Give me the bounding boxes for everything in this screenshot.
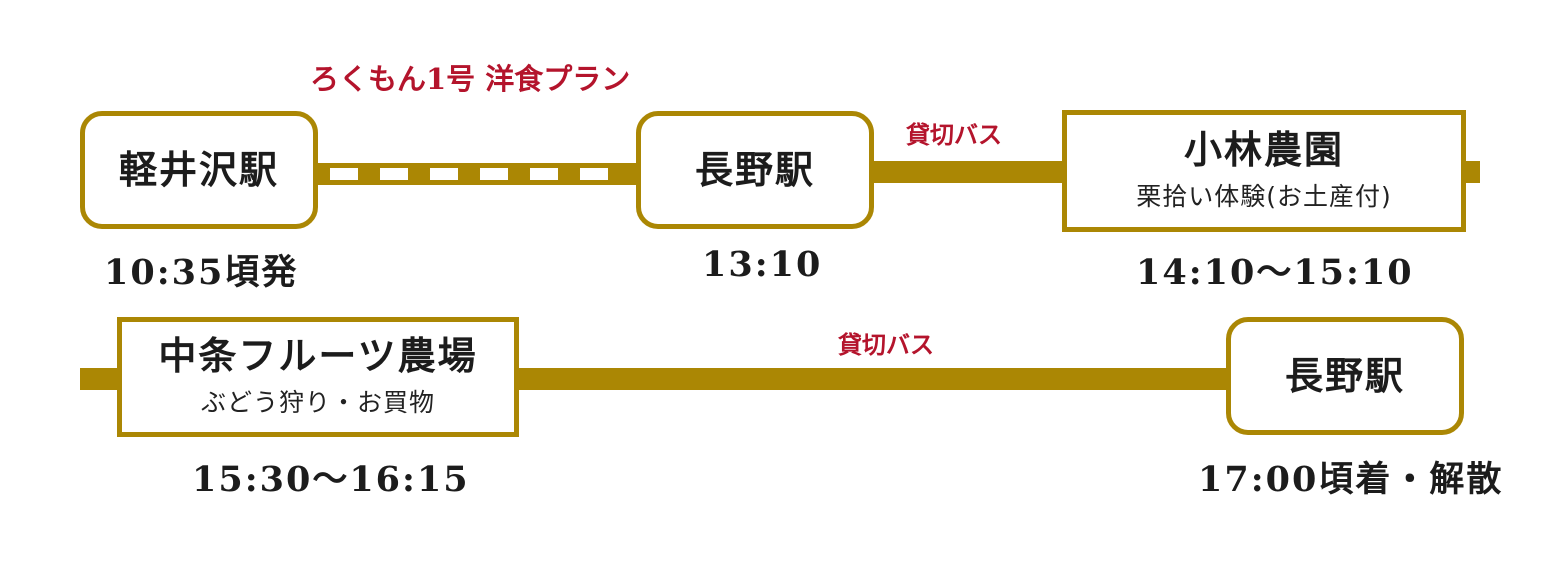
train-label: ろくもん1号 洋食プラン: [310, 62, 631, 96]
stop-nakajo-fruit-farm-activity: ぶどう狩り・お買物: [200, 387, 435, 417]
stop-kobayashi-farm-name: 小林農園: [1183, 127, 1344, 173]
bus-route-line-2: [514, 368, 1232, 390]
bus-label-1: 貸切バス: [906, 120, 1002, 149]
stop-kobayashi-farm: 小林農園 栗拾い体験(お土産付): [1062, 110, 1466, 232]
stop-nakajo-fruit-farm-name: 中条フルーツ農場: [158, 333, 478, 379]
time-nagano-final-arrive: 17:00頃着・解散: [1198, 459, 1504, 500]
stop-kobayashi-farm-activity: 栗拾い体験(お土産付): [1136, 181, 1392, 211]
station-karuizawa: 軽井沢駅: [80, 111, 318, 229]
train-route-line: [312, 163, 642, 185]
time-karuizawa-depart: 10:35頃発: [104, 252, 299, 293]
station-nagano-1-name: 長野駅: [694, 147, 815, 193]
bus-route-line-1: [868, 161, 1066, 183]
bus-label-2: 貸切バス: [838, 330, 934, 359]
time-nagano-arrive: 13:10: [702, 244, 823, 285]
station-nagano-2-name: 長野駅: [1284, 353, 1405, 399]
stop-nakajo-fruit-farm: 中条フルーツ農場 ぶどう狩り・お買物: [117, 317, 519, 437]
time-nakajo-fruit-farm: 15:30〜16:15: [192, 459, 470, 500]
station-karuizawa-name: 軽井沢駅: [118, 147, 279, 193]
station-nagano-1: 長野駅: [636, 111, 874, 229]
time-kobayashi-farm: 14:10〜15:10: [1136, 252, 1414, 293]
station-nagano-2: 長野駅: [1226, 317, 1464, 435]
route-continue-left: [80, 368, 120, 390]
